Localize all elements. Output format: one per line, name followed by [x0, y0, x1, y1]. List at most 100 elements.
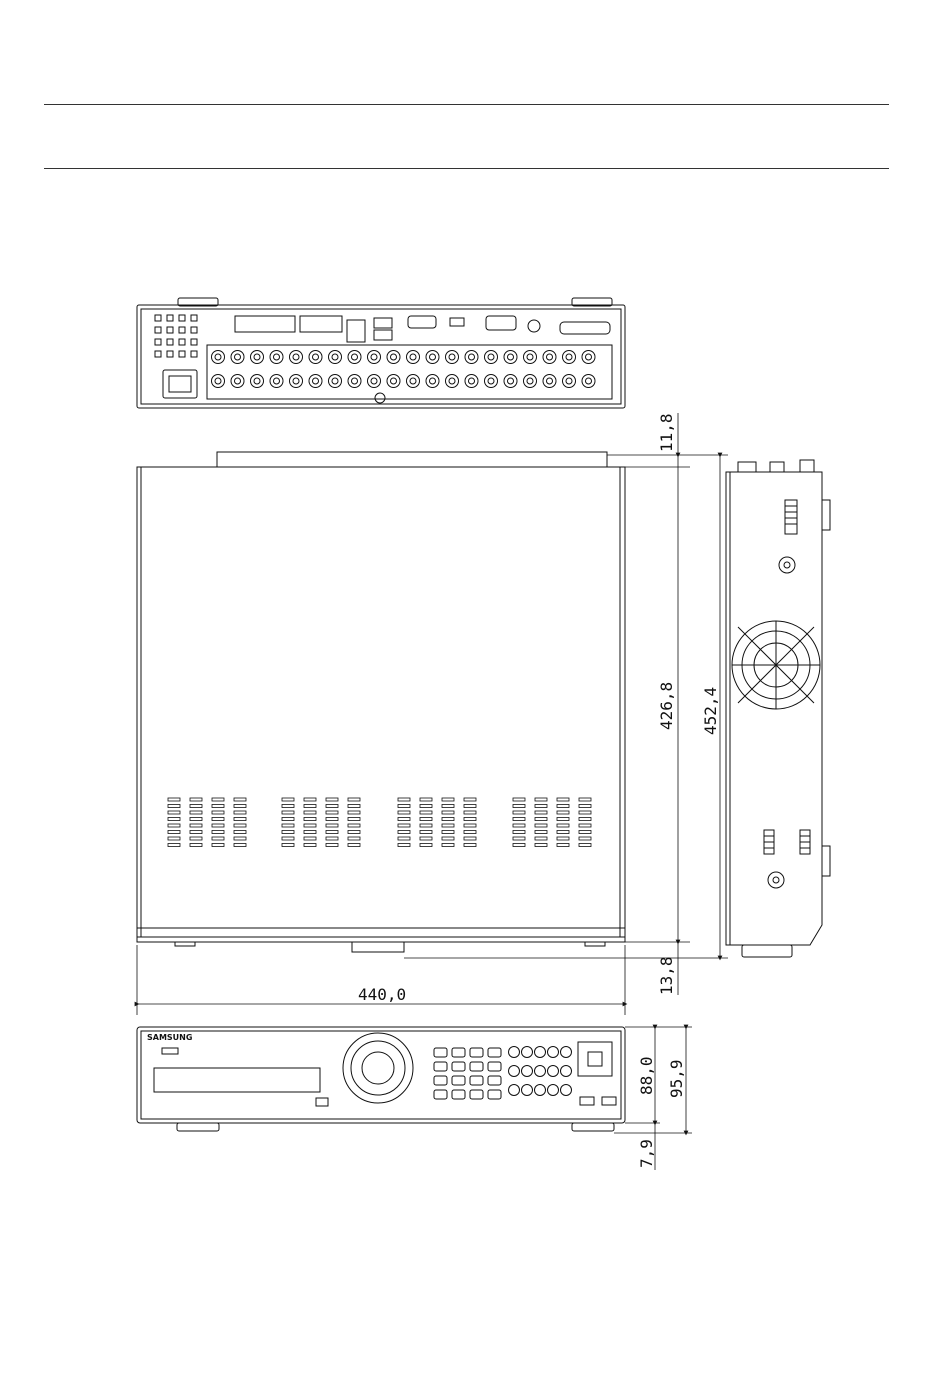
dim-height-body: 88,0 — [637, 1056, 656, 1095]
bnc-connector — [329, 375, 342, 388]
vent-slot — [348, 811, 360, 814]
vent-slot — [168, 837, 180, 840]
channel-button — [434, 1076, 447, 1085]
bnc-connectors — [212, 351, 596, 404]
vent-slot — [464, 805, 476, 808]
vent-slot — [464, 831, 476, 834]
vent-slot — [398, 844, 410, 847]
vent-slot — [513, 818, 525, 821]
vent-slot — [513, 837, 525, 840]
vent-slot — [348, 805, 360, 808]
bnc-connector — [504, 351, 517, 364]
function-button — [509, 1066, 520, 1077]
vent-slot — [464, 818, 476, 821]
vent-slot — [348, 798, 360, 801]
vent-slot — [168, 798, 180, 801]
vent-slot — [442, 824, 454, 827]
bnc-connector — [465, 375, 478, 388]
vent-slot — [326, 818, 338, 821]
bnc-connector — [582, 375, 595, 388]
vent-slot — [168, 831, 180, 834]
bnc-connector — [290, 375, 303, 388]
vent-slot — [234, 844, 246, 847]
vent-slot — [420, 837, 432, 840]
vent-slot — [420, 844, 432, 847]
power-socket — [163, 370, 197, 398]
vent-slot — [326, 811, 338, 814]
bnc-connector — [309, 375, 322, 388]
vent-slot — [212, 844, 224, 847]
channel-button — [434, 1048, 447, 1057]
vent-slot — [557, 831, 569, 834]
vent-slot — [557, 805, 569, 808]
vent-slot — [304, 837, 316, 840]
vent-slot — [557, 844, 569, 847]
vent-slot — [398, 831, 410, 834]
bnc-connector — [504, 375, 517, 388]
vent-slot — [398, 824, 410, 827]
disc-tray — [154, 1068, 320, 1092]
vent-slot — [398, 811, 410, 814]
vent-slot — [282, 837, 294, 840]
bnc-connector — [563, 375, 576, 388]
vent-slot — [442, 837, 454, 840]
vent-slot — [464, 798, 476, 801]
vent-slot — [190, 831, 202, 834]
vent-slot — [234, 805, 246, 808]
vent-slot — [535, 831, 547, 834]
vent-slot — [234, 837, 246, 840]
bnc-connector — [524, 351, 537, 364]
vent-slot — [535, 844, 547, 847]
bnc-connector — [212, 375, 225, 388]
vent-slot — [326, 824, 338, 827]
vent-slot — [348, 844, 360, 847]
side-screw-bottom — [768, 872, 784, 888]
vent-slot — [304, 811, 316, 814]
vent-slot — [212, 818, 224, 821]
vent-slot — [442, 805, 454, 808]
vent-slot — [557, 798, 569, 801]
vent-slot — [535, 818, 547, 821]
channel-button — [434, 1090, 447, 1099]
bnc-connector — [407, 375, 420, 388]
lan-port — [347, 320, 365, 342]
top-vent-slots — [168, 798, 591, 847]
bnc-connector — [231, 375, 244, 388]
vent-slot — [579, 837, 591, 840]
bnc-connector — [329, 351, 342, 364]
bnc-connector — [270, 375, 283, 388]
function-button — [548, 1085, 559, 1096]
front-buttons — [434, 1047, 572, 1100]
direction-pad — [578, 1042, 612, 1076]
vent-slot — [420, 811, 432, 814]
side-view — [726, 460, 830, 957]
bnc-connector — [368, 375, 381, 388]
side-vents — [764, 500, 810, 854]
vent-slot — [304, 805, 316, 808]
vent-slot — [442, 818, 454, 821]
function-button — [522, 1047, 533, 1058]
vent-slot — [212, 798, 224, 801]
top-view — [137, 452, 625, 952]
dim-front-offset: 13,8 — [657, 956, 676, 995]
bnc-connector — [582, 351, 595, 364]
fan-grille — [732, 621, 820, 709]
vent-slot — [557, 824, 569, 827]
dimension-lines — [137, 413, 728, 1170]
vent-slot — [282, 818, 294, 821]
bnc-connector — [251, 351, 264, 364]
channel-button — [488, 1062, 501, 1071]
vent-slot — [579, 824, 591, 827]
vent-slot — [282, 831, 294, 834]
vent-slot — [535, 811, 547, 814]
vent-slot — [464, 837, 476, 840]
rear-vent-grid — [155, 315, 197, 357]
vent-slot — [304, 798, 316, 801]
function-button — [522, 1085, 533, 1096]
vent-slot — [326, 837, 338, 840]
ground-screw — [375, 393, 385, 403]
scsi-port — [560, 322, 610, 334]
jog-shuttle — [343, 1033, 413, 1103]
vent-slot — [168, 811, 180, 814]
